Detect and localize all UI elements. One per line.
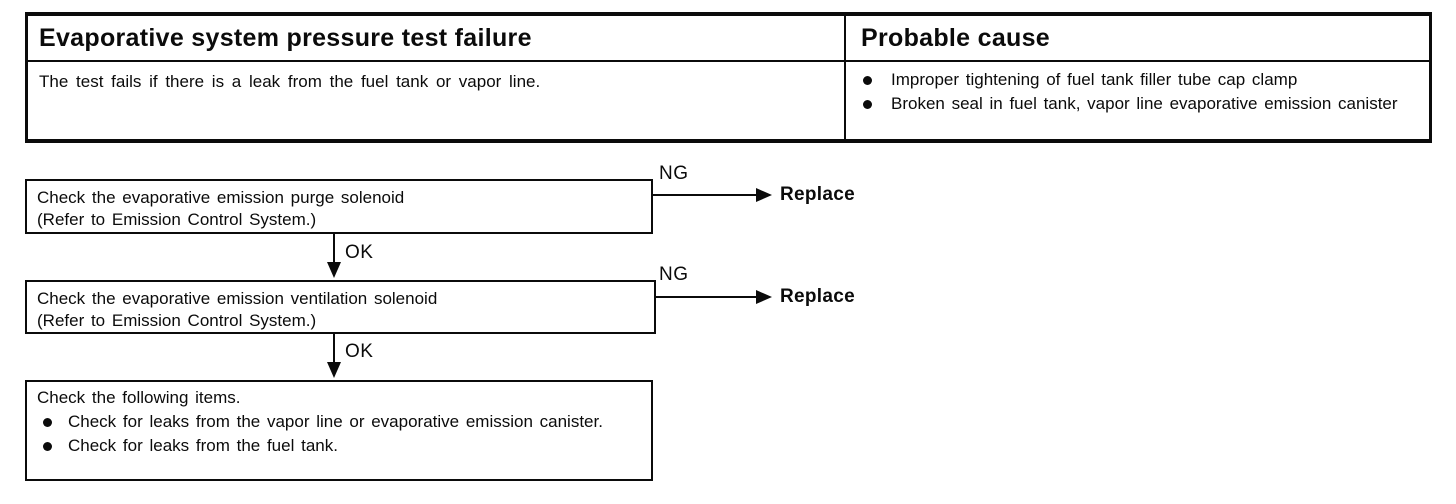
ok-arrow-line-1 bbox=[333, 233, 335, 265]
flow-step-3-title: Check the following items. bbox=[37, 388, 241, 407]
flow-step-3-list: Check for leaks from the vapor line or e… bbox=[37, 410, 641, 458]
check-item-text: Check for leaks from the fuel tank. bbox=[68, 436, 338, 455]
arrow-right-icon bbox=[756, 290, 772, 304]
bullet-icon bbox=[863, 76, 872, 85]
check-item: Check for leaks from the fuel tank. bbox=[37, 434, 641, 458]
ng-label-1: NG bbox=[659, 163, 689, 184]
ng-arrow-line-2 bbox=[655, 296, 758, 298]
bullet-icon bbox=[43, 418, 52, 427]
flow-step-1-line1: Check the evaporative emission purge sol… bbox=[37, 188, 405, 207]
probable-cause-item: Broken seal in fuel tank, vapor line eva… bbox=[846, 92, 1417, 116]
table-header-row: Evaporative system pressure test failure… bbox=[28, 16, 1429, 62]
probable-cause-list: Improper tightening of fuel tank filler … bbox=[846, 68, 1417, 116]
flow-step-2-box: Check the evaporative emission ventilati… bbox=[25, 280, 656, 334]
probable-cause-text: Improper tightening of fuel tank filler … bbox=[891, 70, 1298, 89]
probable-cause-item: Improper tightening of fuel tank filler … bbox=[846, 68, 1417, 92]
ok-label-1: OK bbox=[345, 242, 374, 263]
bullet-icon bbox=[863, 100, 872, 109]
replace-label-2: Replace bbox=[780, 286, 855, 307]
flow-step-2-line1: Check the evaporative emission ventilati… bbox=[37, 289, 438, 308]
check-item-text: Check for leaks from the vapor line or e… bbox=[68, 412, 603, 431]
ok-label-2: OK bbox=[345, 341, 374, 362]
arrow-down-icon bbox=[327, 262, 341, 278]
symptom-description: The test fails if there is a leak from t… bbox=[28, 62, 846, 140]
table-body-row: The test fails if there is a leak from t… bbox=[28, 62, 1429, 140]
ng-arrow-line-1 bbox=[652, 194, 758, 196]
arrow-down-icon bbox=[327, 362, 341, 378]
bullet-icon bbox=[43, 442, 52, 451]
replace-label-1: Replace bbox=[780, 184, 855, 205]
table-header-symptom: Evaporative system pressure test failure bbox=[28, 16, 846, 60]
flow-step-2-line2: (Refer to Emission Control System.) bbox=[37, 311, 317, 330]
check-item: Check for leaks from the vapor line or e… bbox=[37, 410, 641, 434]
table-header-probable-cause: Probable cause bbox=[861, 23, 1051, 52]
probable-cause-cell: Improper tightening of fuel tank filler … bbox=[846, 62, 1429, 140]
ng-label-2: NG bbox=[659, 264, 689, 285]
flow-step-1-line2: (Refer to Emission Control System.) bbox=[37, 210, 317, 229]
probable-cause-text: Broken seal in fuel tank, vapor line eva… bbox=[891, 94, 1398, 113]
flow-step-3-box: Check the following items. Check for lea… bbox=[25, 380, 653, 481]
ok-arrow-line-2 bbox=[333, 334, 335, 364]
failure-cause-table: Evaporative system pressure test failure… bbox=[25, 12, 1432, 143]
arrow-right-icon bbox=[756, 188, 772, 202]
flow-step-1-box: Check the evaporative emission purge sol… bbox=[25, 179, 653, 234]
